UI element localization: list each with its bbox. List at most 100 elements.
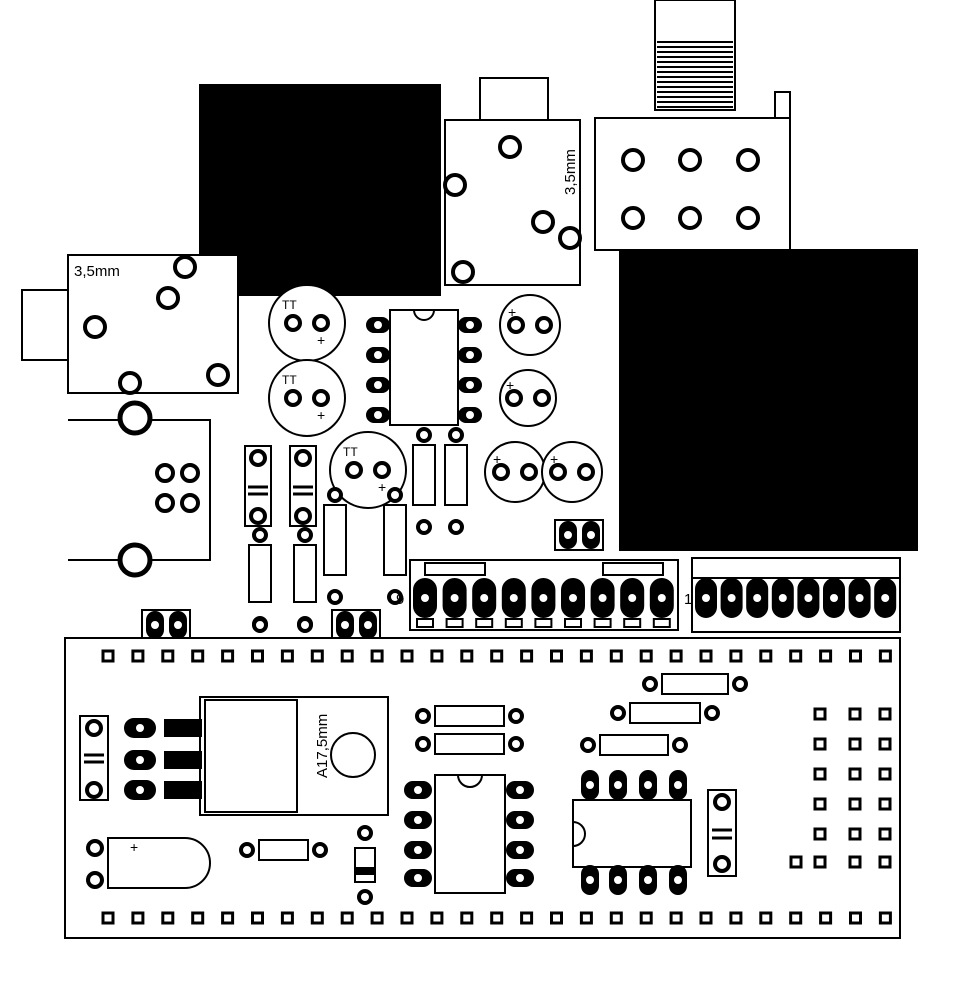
cap-pin <box>312 314 330 332</box>
pad-drill <box>464 379 476 391</box>
pad-drill <box>725 592 738 604</box>
terminal-slot <box>623 618 642 628</box>
diode <box>354 847 376 883</box>
terminal-slot <box>534 618 553 628</box>
diode-band <box>354 867 376 875</box>
square-pad <box>639 649 653 663</box>
resistor-body <box>444 444 468 506</box>
pad-drill <box>507 592 520 604</box>
square-pad <box>251 649 264 663</box>
ic-bottom-left <box>434 774 506 894</box>
square-pad <box>819 649 833 663</box>
pad-drill <box>642 874 654 886</box>
pad-drill <box>339 619 351 631</box>
square-pad <box>878 649 892 663</box>
pad-drill <box>412 844 424 856</box>
square-pad <box>848 855 862 869</box>
pad-drill <box>700 592 712 604</box>
resistor-body <box>629 702 701 724</box>
module-block-left <box>199 84 441 296</box>
square-pad <box>340 911 354 925</box>
square-pad <box>813 855 827 869</box>
plus-mark: + <box>317 332 325 348</box>
electrolytic-capacitor <box>268 359 346 437</box>
plus-mark: + <box>493 451 501 467</box>
resistor-pin <box>732 676 748 692</box>
square-pad <box>878 797 892 811</box>
resistor-pin <box>610 705 626 721</box>
square-pad <box>789 911 803 925</box>
pad-drill <box>612 779 624 791</box>
ic-bottom-right <box>572 799 692 868</box>
square-pad <box>813 767 827 781</box>
pad-drill <box>149 619 161 631</box>
switch-pin <box>155 493 175 513</box>
cap-pin <box>520 463 538 481</box>
square-pad <box>490 649 504 663</box>
cap-pin <box>577 463 595 481</box>
square-pad <box>848 737 862 751</box>
square-pad <box>550 911 563 925</box>
square-pad <box>460 911 474 925</box>
pad-drill <box>853 592 866 604</box>
square-pad <box>849 911 862 925</box>
cap-pin <box>86 871 104 889</box>
pot-body <box>594 117 791 251</box>
square-pad <box>878 737 892 751</box>
cap-pin <box>284 389 302 407</box>
square-pad <box>813 827 827 841</box>
jack-top-pin <box>531 210 555 234</box>
plus-mark: + <box>550 451 558 467</box>
pad-drill <box>802 592 815 604</box>
square-pad <box>759 911 773 925</box>
cap-pin <box>86 839 104 857</box>
pad-drill <box>828 592 840 604</box>
jack-top-pin <box>451 260 475 284</box>
square-pad <box>729 649 743 663</box>
square-pad <box>131 911 145 925</box>
switch-pin <box>155 463 175 483</box>
resistor-pin <box>297 527 313 543</box>
jack-left-pin <box>173 255 197 279</box>
pot-tab <box>774 91 791 121</box>
cap-mark: TT <box>282 373 297 387</box>
square-pad <box>340 649 354 663</box>
pad-drill <box>567 592 579 604</box>
pot-pin <box>736 206 760 230</box>
square-pad <box>161 911 175 925</box>
square-pad <box>251 911 264 925</box>
regulator-hole <box>330 732 376 778</box>
square-pad <box>221 649 235 663</box>
cap-pin <box>713 855 731 873</box>
regulator-label: A17,5mm <box>314 714 331 778</box>
square-pad <box>490 911 504 925</box>
resistor-body <box>661 673 729 695</box>
square-pad <box>699 649 713 663</box>
terminal-slot <box>652 618 671 628</box>
square-pad <box>878 911 892 925</box>
pot-pin <box>621 206 645 230</box>
resistor-pin <box>415 708 431 724</box>
regulator-tab <box>204 699 298 813</box>
terminal-latch <box>424 562 486 576</box>
cap-pin <box>85 719 103 737</box>
cap-pin <box>284 314 302 332</box>
square-pad <box>191 649 205 663</box>
diode-pin <box>357 889 373 905</box>
switch-mount <box>117 400 153 436</box>
switch-mount <box>117 542 153 578</box>
square-pad <box>848 797 862 811</box>
cap-mark: TT <box>282 298 297 312</box>
square-pad <box>520 649 534 663</box>
pad-drill <box>562 529 574 541</box>
square-pad <box>813 707 827 721</box>
pad-drill <box>372 379 384 391</box>
square-pad <box>280 911 294 925</box>
pad-drill <box>672 779 684 791</box>
pad-drill <box>412 784 424 796</box>
square-pad <box>878 767 892 781</box>
regulator-lead <box>164 781 202 799</box>
cap-pin <box>294 507 312 525</box>
